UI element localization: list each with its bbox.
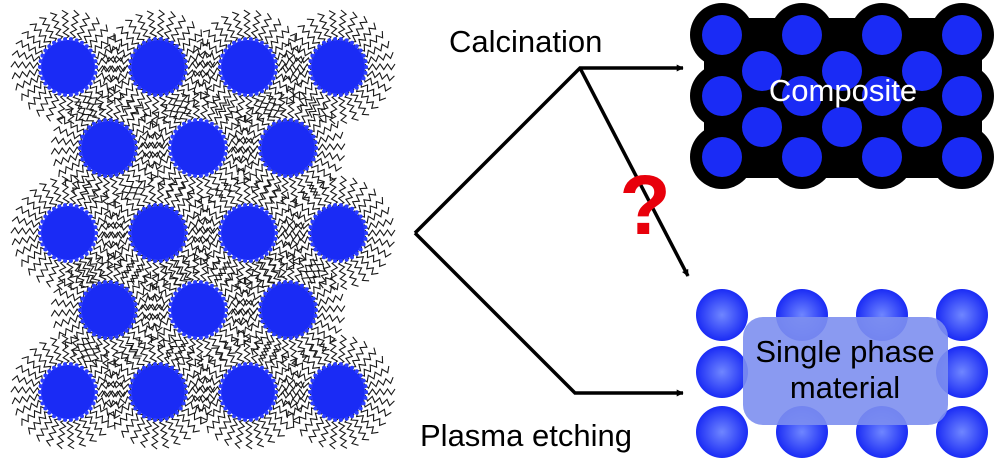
single-phase-label-line1: Single phase — [755, 334, 934, 369]
nanoparticle — [311, 365, 365, 419]
nanoparticle — [261, 121, 315, 175]
question-mark: ? — [619, 158, 670, 252]
nanoparticle — [131, 206, 185, 260]
single-phase-particle — [696, 406, 748, 458]
single-phase-material: Single phase material — [696, 289, 988, 458]
single-phase-particle — [936, 406, 988, 458]
nanoparticle — [81, 121, 135, 175]
composite-particle — [702, 76, 742, 116]
composite-material: Composite — [690, 3, 994, 189]
single-phase-particle — [936, 289, 988, 341]
process-arrows — [413, 64, 690, 397]
composite-particles — [702, 15, 982, 177]
composite-particle — [862, 137, 902, 177]
composite-particle — [822, 51, 862, 91]
composite-particle — [782, 137, 822, 177]
single-phase-particle — [696, 346, 748, 398]
composite-particle — [902, 107, 942, 147]
nanoparticle — [41, 40, 95, 94]
nanoparticle — [221, 206, 275, 260]
nanoparticle — [261, 283, 315, 337]
ligand-capped-superlattice — [10, 9, 396, 450]
nanoparticle — [221, 365, 275, 419]
nanoparticle — [311, 206, 365, 260]
composite-particle — [782, 15, 822, 55]
nanoparticle-array — [38, 37, 368, 422]
nanoparticle — [171, 283, 225, 337]
composite-particle — [822, 107, 862, 147]
composite-label: Composite — [769, 73, 917, 108]
composite-particle — [942, 76, 982, 116]
ligand-chains — [10, 9, 396, 450]
composite-particle — [942, 15, 982, 55]
nanoparticle — [171, 121, 225, 175]
nanoparticle — [221, 40, 275, 94]
composite-particle — [942, 137, 982, 177]
composite-particle — [902, 51, 942, 91]
single-phase-overlay — [743, 317, 948, 425]
composite-particle — [862, 15, 902, 55]
composite-particle — [742, 107, 782, 147]
single-phase-label-line2: material — [790, 370, 900, 405]
crossover-arrow — [578, 67, 690, 277]
calcination-label: Calcination — [449, 24, 602, 59]
nanoparticle — [131, 365, 185, 419]
plasma-etching-arrow — [413, 231, 684, 397]
composite-particle — [702, 15, 742, 55]
composite-particle — [742, 51, 782, 91]
nanoparticle — [41, 206, 95, 260]
single-phase-particle — [936, 346, 988, 398]
nanoparticle — [81, 283, 135, 337]
nanoparticle — [131, 40, 185, 94]
nanoparticle — [311, 40, 365, 94]
plasma-etching-label: Plasma etching — [420, 418, 632, 453]
composite-particle — [782, 76, 822, 116]
composite-particle — [702, 137, 742, 177]
composite-particle — [862, 76, 902, 116]
nanoparticle — [41, 365, 95, 419]
single-phase-particle — [696, 289, 748, 341]
